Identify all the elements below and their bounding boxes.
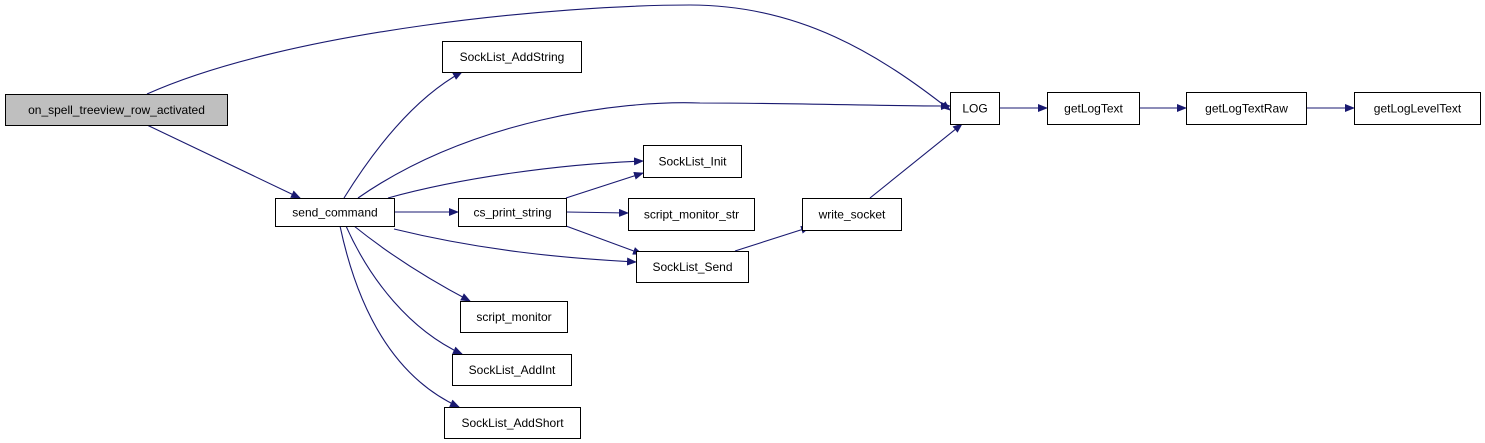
node-box[interactable]	[460, 301, 568, 333]
node-SockList_AddShort[interactable]: SockList_AddShort	[444, 407, 581, 439]
edge-root-to-send_command	[146, 124, 301, 199]
node-box[interactable]	[458, 198, 567, 227]
edge-send_command-to-SockList_AddString	[343, 71, 463, 199]
node-label: on_spell_treeview_row_activated	[28, 103, 205, 117]
node-SockList_AddInt[interactable]: SockList_AddInt	[452, 354, 572, 386]
node-box[interactable]	[5, 94, 228, 126]
edge-root-to-LOG	[146, 4, 951, 111]
edge-send_command-to-SockList_Send	[393, 228, 637, 266]
edge-write_socket-to-LOG	[869, 123, 963, 199]
edge-send_command-to-SockList_AddShort	[339, 225, 460, 408]
node-label: getLogLevelText	[1374, 102, 1462, 116]
node-SockList_Init[interactable]: SockList_Init	[643, 145, 742, 178]
node-label: SockList_Init	[658, 155, 727, 169]
node-getLogTextRaw[interactable]: getLogTextRaw	[1186, 92, 1307, 125]
nodes-layer: on_spell_treeview_row_activated send_comm…	[5, 41, 1481, 439]
edge-send_command-to-script_monitor	[353, 225, 471, 302]
node-label: SockList_AddString	[460, 50, 565, 64]
node-box[interactable]	[802, 198, 902, 231]
node-label: write_socket	[818, 208, 886, 222]
node-write_socket[interactable]: write_socket	[802, 198, 902, 231]
node-label: SockList_AddInt	[469, 363, 556, 377]
node-getLogLevelText[interactable]: getLogLevelText	[1354, 92, 1481, 125]
node-label: SockList_AddShort	[461, 416, 564, 430]
node-box[interactable]	[1047, 92, 1140, 125]
edge-cs_print_string-to-script_monitor_str	[565, 208, 629, 217]
edges-layer	[146, 4, 1355, 408]
node-label: cs_print_string	[473, 206, 551, 220]
node-box[interactable]	[950, 92, 1000, 125]
node-label: SockList_Send	[652, 260, 732, 274]
edge-send_command-to-SockList_AddInt	[345, 225, 463, 355]
node-box[interactable]	[636, 251, 749, 283]
node-SockList_AddString[interactable]: SockList_AddString	[442, 41, 582, 73]
node-box[interactable]	[275, 198, 395, 227]
edge-cs_print_string-to-SockList_Init	[565, 171, 644, 199]
node-box[interactable]	[442, 41, 582, 73]
edge-cs_print_string-to-SockList_Send	[565, 225, 643, 255]
node-label: LOG	[962, 102, 987, 116]
node-box[interactable]	[444, 407, 581, 439]
node-box[interactable]	[1354, 92, 1481, 125]
node-box[interactable]	[628, 198, 755, 231]
node-label: script_monitor_str	[644, 208, 739, 222]
node-label: getLogTextRaw	[1205, 102, 1288, 116]
node-script_monitor[interactable]: script_monitor	[460, 301, 568, 333]
node-box[interactable]	[643, 145, 742, 178]
node-label: getLogText	[1064, 102, 1123, 116]
node-box[interactable]	[1186, 92, 1307, 125]
node-LOG[interactable]: LOG	[950, 92, 1000, 125]
node-send_command[interactable]: send_command	[275, 198, 395, 227]
node-box[interactable]	[452, 354, 572, 386]
edge-send_command-to-LOG	[357, 101, 951, 199]
node-label: script_monitor	[476, 310, 551, 324]
node-SockList_Send[interactable]: SockList_Send	[636, 251, 749, 283]
node-cs_print_string[interactable]: cs_print_string	[458, 198, 567, 227]
node-label: send_command	[292, 206, 377, 220]
node-getLogText[interactable]: getLogText	[1047, 92, 1140, 125]
edge-SockList_Send-to-write_socket	[734, 225, 811, 252]
edge-send_command-to-SockList_Init	[387, 157, 644, 199]
node-root[interactable]: on_spell_treeview_row_activated	[5, 94, 228, 126]
node-script_monitor_str[interactable]: script_monitor_str	[628, 198, 755, 231]
